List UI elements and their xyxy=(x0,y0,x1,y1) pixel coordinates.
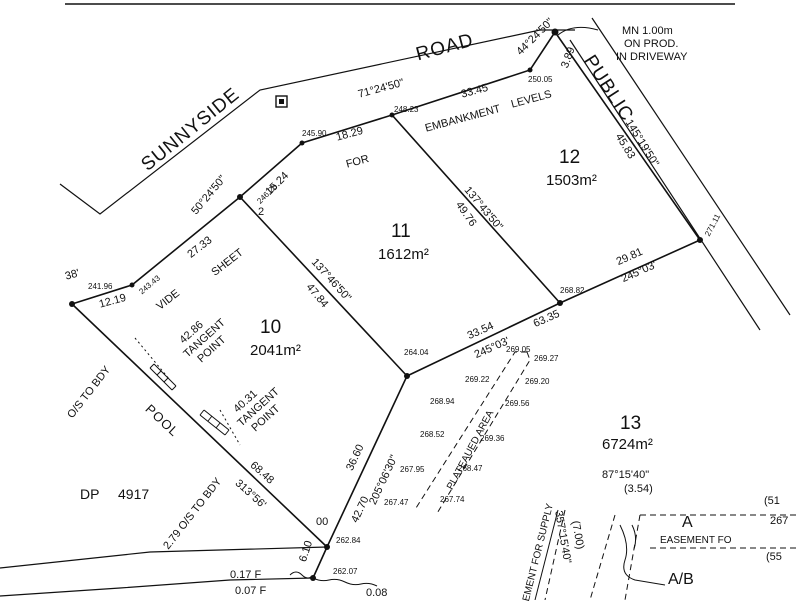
level-267-95: 267.95 xyxy=(400,465,425,474)
level-268-52: 268.52 xyxy=(420,430,445,439)
level-269-36: 269.36 xyxy=(480,434,505,443)
distance-0-08: 0.08 xyxy=(366,587,388,599)
plateaued-area-outline xyxy=(415,351,527,509)
lot-11-12-division xyxy=(391,114,561,304)
level-250-05: 250.05 xyxy=(528,75,553,84)
boundary-pegs xyxy=(69,28,703,581)
handle-line xyxy=(312,546,328,579)
bearing-87-15-40: 87°15'40" xyxy=(602,469,650,481)
plateaued-area-outline-2 xyxy=(435,351,531,516)
level-245-90: 245.90 xyxy=(302,129,327,138)
easement-for-note: EASEMENT FO xyxy=(660,535,732,546)
public-road-edge-right xyxy=(591,17,791,316)
distance-0-17-f: 0.17 F xyxy=(230,569,262,581)
level-269-22: 269.22 xyxy=(465,375,490,384)
level-248-23: 248.23 xyxy=(394,105,419,114)
lot-13-area: 6724m² xyxy=(602,436,653,453)
level-269-56: 269.56 xyxy=(505,399,530,408)
level-268-82: 268.82 xyxy=(560,286,585,295)
ab-label: A/B xyxy=(668,571,694,588)
pool-road-boundary xyxy=(71,303,328,548)
easement-dashed-vertical-3 xyxy=(544,509,566,600)
distance-55: (55 xyxy=(766,551,782,563)
lot-12-number: 12 xyxy=(559,147,581,168)
tangent-leader-2 xyxy=(219,409,241,446)
tangent-leader-1 xyxy=(134,337,171,381)
tangent-hatch-2 xyxy=(199,409,230,436)
easement-letter: A xyxy=(682,514,693,531)
mn-leader xyxy=(557,26,599,36)
level-268-94: 268.94 xyxy=(430,397,455,406)
ab-leader-2 xyxy=(631,524,637,550)
level-262-07: 262.07 xyxy=(333,567,358,576)
lot-11-number: 11 xyxy=(391,221,411,242)
level-267-47: 267.47 xyxy=(384,498,409,507)
distance-0-07-f: 0.07 F xyxy=(235,585,267,597)
distance-51: (51 xyxy=(764,495,780,507)
easement-solid-left xyxy=(534,509,559,600)
level-269-05: 269.05 xyxy=(506,345,531,354)
mn-note-line3: IN DRIVEWAY xyxy=(616,51,688,63)
easement-dashed-vertical-2 xyxy=(589,514,616,600)
level-269-20: 269.20 xyxy=(525,377,550,386)
mn-note-line2: ON PROD. xyxy=(624,38,679,50)
lot-12-area: 1503m² xyxy=(546,172,597,189)
bottom-road-boundary xyxy=(0,546,328,569)
ab-leader xyxy=(619,524,666,586)
level-262-84: 262.84 xyxy=(336,536,361,545)
dp-prefix: DP xyxy=(80,486,100,502)
public-road-boundary xyxy=(554,31,701,241)
distance-267: 267 xyxy=(770,515,789,527)
lot-10-11-division xyxy=(239,196,408,377)
distance-00: 00 xyxy=(316,516,329,528)
mn-note-line1: MN 1.00m xyxy=(622,25,673,37)
lot-10-area: 2041m² xyxy=(250,342,301,359)
level-269-27: 269.27 xyxy=(534,354,559,363)
easement-dashed-vertical-1 xyxy=(624,514,641,600)
dp-number: 4917 xyxy=(118,486,150,502)
level-241-96: 241.96 xyxy=(88,282,113,291)
level-268-47: 268.47 xyxy=(458,464,483,473)
distance-3-54: (3.54) xyxy=(624,483,653,495)
lot-11-area: 1612m² xyxy=(378,246,429,263)
tangent-hatch-1 xyxy=(149,363,177,391)
level-264-04: 264.04 xyxy=(404,348,429,357)
lot-10-13-division xyxy=(326,375,408,548)
lot-13-number: 13 xyxy=(620,413,642,434)
survey-mark-icon xyxy=(275,95,288,108)
lot-10-number: 10 xyxy=(260,317,282,338)
sheet-word-2: 2 xyxy=(258,206,265,218)
bottom-road-edge xyxy=(0,577,314,597)
public-road-edge-left xyxy=(569,39,761,331)
level-267-74: 267.74 xyxy=(440,495,465,504)
sunnyside-road-far-edge xyxy=(59,29,575,215)
bottom-wavy-line xyxy=(312,577,378,587)
